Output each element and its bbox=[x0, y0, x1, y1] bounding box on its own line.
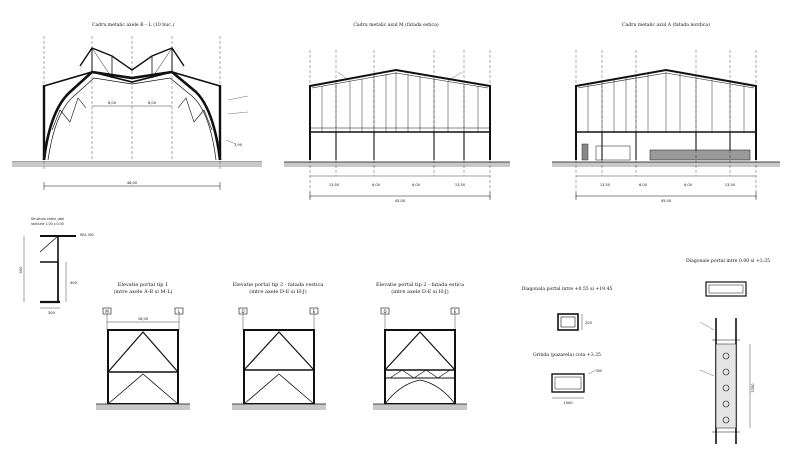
column-section-view: Structura cadru, otel sectiune 1,00 x 0,… bbox=[19, 217, 94, 315]
diagonal-section-view: Diagonala portal intre +0.55 si +19.45 2… bbox=[522, 286, 613, 331]
frame-b-dim-3: 1,90 bbox=[234, 143, 243, 147]
diagonal-elevation-view: Diagonale portal intre 0.00 si +3.35 335… bbox=[686, 258, 770, 444]
frame-a-dim-total: 45,00 bbox=[661, 199, 672, 203]
portal-1-title-1: Elevatie portal tip 1 bbox=[118, 282, 169, 288]
portal-2a-view: Elevatie portal tip 2 - fatada vestica (… bbox=[232, 282, 326, 410]
frame-b-dim-2: 6,00 bbox=[148, 101, 157, 105]
frame-m-title: Cadru metalic axul M (fatada estica) bbox=[353, 21, 438, 28]
portal-2a-title-2: (intre axele D-E si H-J) bbox=[249, 288, 306, 295]
column-dim-height: 900 bbox=[19, 266, 23, 274]
frame-a-view: Cadru metalic axul A (fatada nordica) bbox=[552, 21, 780, 203]
frame-m-dim-1: 13,50 bbox=[329, 183, 340, 187]
diag-section-title: Diagonala portal intre +0.55 si +19.45 bbox=[522, 286, 613, 292]
girder-title: Grinda (pazarela) cota +3.35 bbox=[533, 351, 601, 358]
frame-m-dim-total: 45,00 bbox=[395, 199, 406, 203]
portal-1-title-2: (intre axele A-B si M-L) bbox=[113, 288, 172, 295]
frame-b-dim-total: 48,00 bbox=[127, 181, 138, 185]
portal-2b-axis-right: E bbox=[454, 309, 457, 314]
diag-elev-dim: 3350 bbox=[751, 383, 755, 393]
portal-1-dim-span: 18,00 bbox=[138, 317, 149, 321]
column-dim-side: 300 bbox=[70, 281, 78, 285]
portal-1-axis-left: M bbox=[105, 309, 109, 314]
frame-b-title: Cadru metalic axele B – L (10 buc.) bbox=[92, 21, 174, 28]
portal-2b-axis-left: D bbox=[383, 309, 386, 314]
girder-view: Grinda (pazarela) cota +3.35 300 1000 bbox=[533, 351, 602, 405]
frame-a-dim-2: 6,00 bbox=[639, 183, 648, 187]
frame-a-title: Cadru metalic axul A (fatada nordica) bbox=[622, 21, 710, 28]
frame-b-dim-1: 6,00 bbox=[108, 101, 117, 105]
portal-1-view: Elevatie portal tip 1 (intre axele A-B s… bbox=[96, 282, 190, 410]
column-label-top: HEA 300 bbox=[80, 233, 94, 237]
frame-a-dim-3: 6,00 bbox=[684, 183, 693, 187]
girder-dim-w: 1000 bbox=[563, 401, 573, 405]
portal-2a-title-1: Elevatie portal tip 2 - fatada vestica bbox=[233, 282, 324, 288]
column-dim-width: 300 bbox=[48, 311, 56, 315]
portal-2b-view: Elevatie portal tip 2 - fatada estica (i… bbox=[373, 282, 467, 410]
frame-m-dim-2: 6,00 bbox=[372, 183, 381, 187]
portal-2a-axis-right: E bbox=[313, 309, 316, 314]
girder-dim-h: 300 bbox=[596, 369, 602, 373]
ground-hatch bbox=[12, 162, 262, 167]
portal-2a-axis-left: D bbox=[241, 309, 244, 314]
portal-2b-title-1: Elevatie portal tip 2 - fatada estica bbox=[376, 282, 464, 288]
frame-a-dim-1: 13,50 bbox=[600, 183, 611, 187]
diag-elev-title: Diagonale portal intre 0.00 si +3.35 bbox=[686, 258, 770, 264]
frame-a-dim-4: 13,50 bbox=[725, 183, 736, 187]
frame-b-view: Cadru metalic axele B – L (10 buc.) bbox=[12, 21, 262, 190]
frame-m-view: Cadru metalic axul M (fatada estica) bbox=[284, 21, 510, 203]
portal-2b-title-2: (intre axele D-E si H-J) bbox=[391, 288, 448, 295]
frame-m-dim-4: 13,50 bbox=[455, 183, 466, 187]
column-note-2: sectiune 1,00 x 0,00 bbox=[31, 222, 64, 226]
frame-m-dim-3: 6,00 bbox=[412, 183, 421, 187]
column-note-1: Structura cadru, otel bbox=[31, 217, 64, 221]
portal-1-axis-right: L bbox=[178, 309, 181, 314]
diag-section-dim: 200 bbox=[585, 321, 593, 325]
